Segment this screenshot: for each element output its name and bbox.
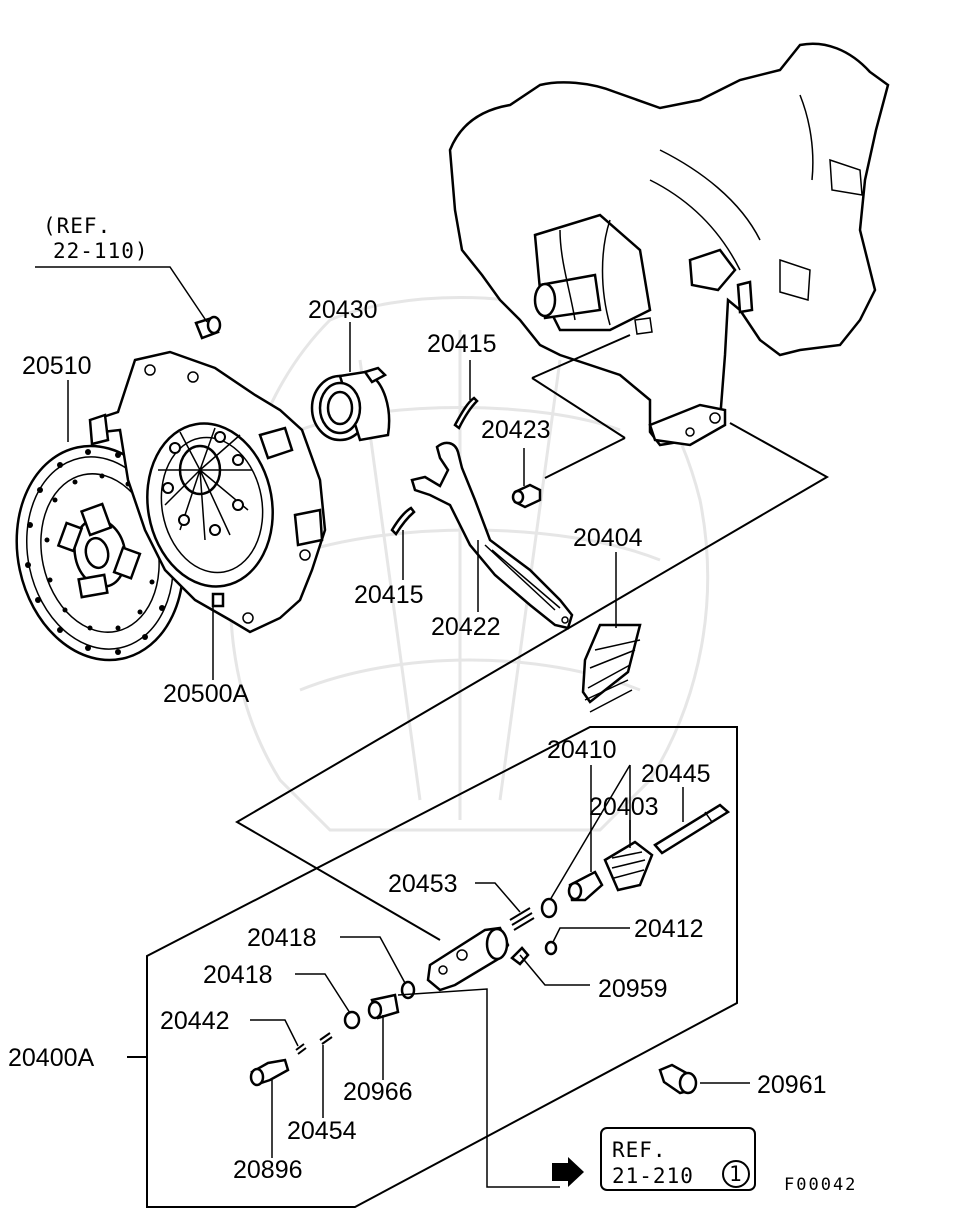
washer-lower [343, 1010, 361, 1030]
label-20418-upper: 20418 [247, 924, 317, 952]
label-20410: 20410 [547, 736, 617, 764]
label-20454: 20454 [287, 1117, 357, 1145]
clip-upper [453, 396, 479, 430]
dust-boot [581, 623, 642, 713]
label-20400a: 20400A [8, 1044, 95, 1072]
label-20961: 20961 [757, 1071, 827, 1099]
cylinder-boot [603, 840, 654, 892]
clutch-cover [88, 350, 327, 634]
piston [567, 870, 604, 902]
spring-small [295, 1043, 307, 1055]
label-20423: 20423 [481, 416, 551, 444]
ref-top-line2: 22-110) [53, 239, 149, 263]
label-20510: 20510 [22, 352, 92, 380]
washer-upper [400, 980, 416, 1000]
push-rod [653, 803, 731, 855]
ref-box-line2: 21-210 [612, 1164, 694, 1188]
union-fitting [367, 993, 400, 1020]
clip-lower [390, 506, 416, 536]
transmission-housing [448, 42, 890, 447]
release-bearing [310, 366, 391, 442]
label-20896: 20896 [233, 1156, 303, 1184]
label-20418-lower: 20418 [203, 961, 273, 989]
label-20403: 20403 [589, 793, 659, 821]
label-20415-upper: 20415 [427, 330, 497, 358]
label-20415-lower: 20415 [354, 581, 424, 609]
label-20430: 20430 [308, 296, 378, 324]
pivot-bolt [511, 483, 542, 509]
ref-box-line1: REF. [612, 1138, 667, 1162]
release-fork [410, 441, 574, 630]
label-20500a: 20500A [163, 680, 250, 708]
label-20422: 20422 [431, 613, 501, 641]
mounting-bolt-right [658, 1063, 698, 1095]
figure-code: F00042 [784, 1175, 857, 1195]
leader-lines [35, 266, 750, 1188]
cup-seal [540, 897, 558, 919]
label-20959: 20959 [598, 975, 668, 1003]
label-20404: 20404 [573, 524, 643, 552]
label-20412: 20412 [634, 915, 704, 943]
ref-top-line1: (REF. [43, 214, 111, 238]
ref-box-circled-number: 1 [729, 1162, 743, 1186]
return-spring [509, 907, 535, 931]
release-cylinder-body [426, 926, 510, 992]
part-labels: (REF. 22-110) 20430 20510 20415 20423 20… [8, 214, 857, 1195]
label-20453: 20453 [388, 870, 458, 898]
label-20966: 20966 [343, 1078, 413, 1106]
ref-arrow-icon [552, 1157, 584, 1187]
bushing [319, 1032, 333, 1045]
assembly-frame [127, 334, 830, 1208]
mounting-bolt-left [249, 1058, 290, 1087]
bleeder-cap [544, 940, 558, 956]
label-20445: 20445 [641, 760, 711, 788]
ref-box [600, 1127, 756, 1191]
label-20442: 20442 [160, 1007, 230, 1035]
ref-bolt [194, 315, 222, 340]
